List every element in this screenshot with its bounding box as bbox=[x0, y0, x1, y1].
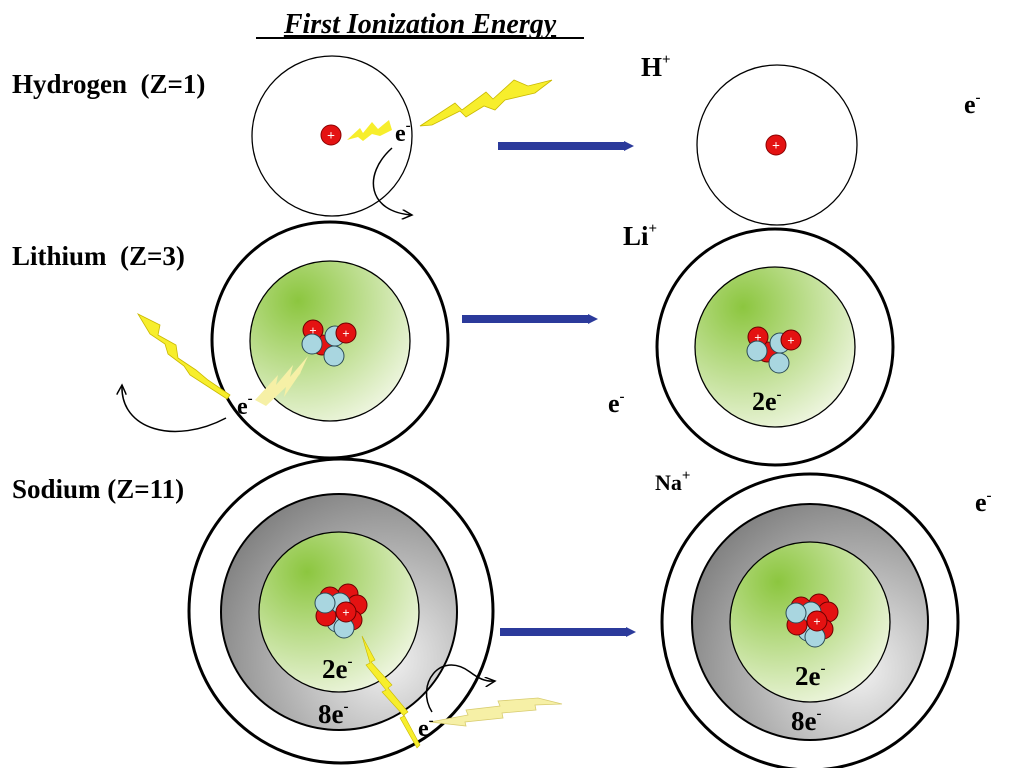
lithium-free-electron: e- bbox=[608, 389, 625, 418]
na-plus-inner-shell-count: 2e- bbox=[795, 661, 825, 691]
h-plus-proton: + bbox=[765, 134, 787, 156]
sodium-inner-shell-count: 2e- bbox=[322, 654, 352, 684]
sodium-label: Sodium (Z=11) bbox=[12, 474, 184, 504]
sodium-energy-bolt bbox=[429, 697, 563, 727]
sodium-free-electron: e- bbox=[975, 488, 992, 517]
hydrogen-inner-bolt bbox=[347, 120, 392, 141]
li-plus-label: Li+ bbox=[623, 221, 657, 251]
h-plus-label: H+ bbox=[641, 52, 671, 82]
svg-text:+: + bbox=[327, 129, 335, 144]
hydrogen-energy-bolt bbox=[419, 79, 553, 127]
lithium-label: Lithium (Z=3) bbox=[12, 241, 185, 271]
svg-text:+: + bbox=[309, 323, 316, 338]
hydrogen-electron: e- bbox=[395, 118, 411, 147]
sodium-electron: e- bbox=[418, 713, 434, 742]
hydrogen-proton: + bbox=[320, 124, 342, 146]
lithium-energy-bolt bbox=[136, 313, 231, 400]
li-plus-shell-count: 2e- bbox=[752, 387, 782, 416]
lithium-electron: e- bbox=[237, 391, 253, 420]
lithium-inner-bolt bbox=[255, 356, 308, 406]
sodium-nucleus: + bbox=[314, 583, 368, 639]
svg-text:+: + bbox=[754, 330, 761, 345]
lithium-row: Lithium (Z=3) + + e- Li+ e- bbox=[12, 220, 895, 467]
na-plus-nucleus: + bbox=[785, 593, 839, 648]
lithium-nucleus: + + bbox=[301, 319, 357, 367]
na-plus-middle-shell-count: 8e- bbox=[791, 706, 821, 736]
svg-text:+: + bbox=[772, 139, 780, 154]
hydrogen-ejection-path bbox=[372, 147, 412, 215]
hydrogen-row: Hydrogen (Z=1) + e- H+ + e- bbox=[12, 52, 981, 226]
sodium-middle-shell-count: 8e- bbox=[318, 699, 348, 729]
diagram-title: First Ionization Energy bbox=[283, 9, 557, 40]
li-plus-nucleus: + + bbox=[746, 326, 802, 374]
svg-text:+: + bbox=[342, 326, 349, 341]
svg-text:+: + bbox=[813, 614, 820, 629]
sodium-row: Sodium (Z=11) + e- 2e- 8e- bbox=[12, 457, 992, 768]
sodium-ejection-path bbox=[425, 664, 495, 713]
na-plus-label: Na+ bbox=[655, 468, 690, 495]
sodium-inner-bolt bbox=[361, 635, 421, 749]
hydrogen-label: Hydrogen (Z=1) bbox=[12, 69, 205, 99]
lithium-ejection-path bbox=[122, 385, 227, 433]
hydrogen-free-electron: e- bbox=[964, 90, 981, 119]
svg-text:+: + bbox=[342, 605, 349, 620]
svg-text:+: + bbox=[787, 333, 794, 348]
